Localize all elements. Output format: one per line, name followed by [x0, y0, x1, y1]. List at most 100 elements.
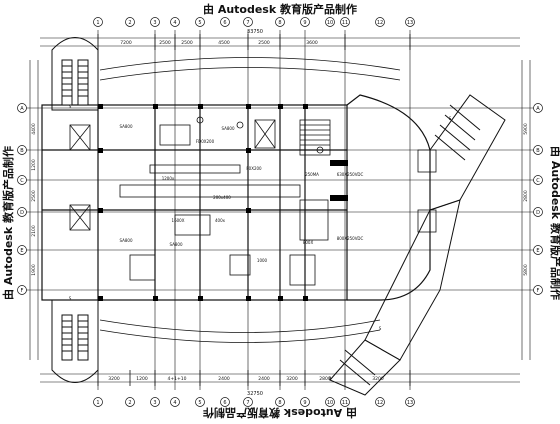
- grid-bubble-top: 12: [375, 17, 385, 27]
- grid-bubble-label: 10: [327, 400, 333, 406]
- dimension-value: 1900: [31, 264, 37, 276]
- grid-bubble-label: A: [536, 106, 540, 112]
- dimension-value: 2400: [218, 376, 230, 382]
- dimension-value: 3600: [306, 40, 318, 46]
- dimension-value: 2100: [31, 225, 37, 237]
- grid-bubble-label: 12: [377, 20, 383, 26]
- grid-bubble-left: E: [17, 245, 27, 255]
- diagonal-wing-right: [329, 94, 506, 396]
- grid-bubble-label: 6: [223, 20, 226, 26]
- room-label: 1000: [257, 258, 268, 263]
- room-label: 200x400: [213, 195, 231, 200]
- grid-bubble-label: 10: [327, 20, 333, 26]
- room-label: SA800: [120, 124, 133, 129]
- grid-bubble-label: 2: [128, 20, 131, 26]
- grid-bubble-top: 2: [125, 17, 135, 27]
- grid-bubble-bottom: 9: [300, 397, 310, 407]
- grid-bubble-left: C: [17, 175, 27, 185]
- grid-bubble-top: 4: [170, 17, 180, 27]
- grid-bubble-label: E: [536, 248, 539, 254]
- annotation-label: S: [449, 116, 452, 121]
- grid-bubble-label: 5: [198, 20, 201, 26]
- grid-bubble-label: 1: [96, 20, 99, 26]
- room-label: 800X: [303, 240, 314, 245]
- grid-bubble-top: 3: [150, 17, 160, 27]
- dimension-value: 4+1+10: [168, 376, 187, 382]
- grid-bubble-top: 6: [220, 17, 230, 27]
- room-label: SA800: [120, 238, 133, 243]
- grid-bubble-label: 11: [342, 20, 348, 26]
- grid-bubble-label: 13: [407, 400, 413, 406]
- grid-bubble-right: C: [533, 175, 543, 185]
- grid-bubble-right: E: [533, 245, 543, 255]
- grid-bubble-bottom: 7: [243, 397, 253, 407]
- grid-bubble-right: F: [533, 285, 543, 295]
- grid-bubble-label: D: [536, 210, 540, 216]
- grid-bubble-bottom: 13: [405, 397, 415, 407]
- room-label: 1600X: [172, 218, 185, 223]
- grid-bubble-label: 2: [128, 400, 131, 406]
- grid-bubble-right: B: [533, 145, 543, 155]
- grid-bubble-left: B: [17, 145, 27, 155]
- grid-bubble-label: 9: [303, 20, 306, 26]
- annotation-label: S: [379, 326, 382, 331]
- room-label: FD0X200: [196, 139, 215, 144]
- annotation-label: S: [69, 104, 72, 109]
- stair-tower-left-bottom: [51, 299, 99, 383]
- grid-bubble-top: 8: [275, 17, 285, 27]
- room-label: 800X250VDC: [337, 236, 364, 241]
- grid-bubble-bottom: 5: [195, 397, 205, 407]
- stair-tower-left-top: [51, 37, 99, 111]
- grid-bubble-bottom: 2: [125, 397, 135, 407]
- structural-columns: [98, 104, 348, 301]
- grid-bubble-label: 7: [246, 20, 249, 26]
- watermark-right: 由 Autodesk 教育版产品制作: [549, 146, 560, 300]
- annotation-label: S: [69, 296, 72, 301]
- grid-bubble-label: 13: [407, 20, 413, 26]
- grid-bubble-label: 11: [342, 400, 348, 406]
- building-outline: [41, 94, 431, 301]
- grid-bubble-label: E: [20, 248, 23, 254]
- dim-bottom-total: 32750: [247, 391, 263, 397]
- dimension-left-segments: 4400 1200 2500 2100 1900: [31, 123, 37, 276]
- dimension-value: 1200: [31, 159, 37, 171]
- grid-bubble-label: 4: [173, 20, 176, 26]
- dimension-value: 2800: [523, 190, 529, 202]
- grid-bubble-right: A: [533, 103, 543, 113]
- room-label: SA800: [170, 242, 183, 247]
- grid-bubbles-right: A B C D E F: [533, 103, 543, 295]
- dimension-value: 1200: [136, 376, 148, 382]
- room-label: 630X250VDC: [337, 172, 364, 177]
- grid-bubble-label: C: [20, 178, 24, 184]
- dimension-value: 2500: [31, 190, 37, 202]
- grid-bubble-label: 6: [223, 400, 226, 406]
- grid-bubble-label: 12: [377, 400, 383, 406]
- grid-bubble-label: 7: [246, 400, 249, 406]
- watermark-bottom: 由 Autodesk 教育版产品制作: [203, 406, 358, 419]
- grid-bubble-top: 1: [93, 17, 103, 27]
- grid-bubble-top: 7: [243, 17, 253, 27]
- dim-top-total: 33750: [247, 29, 263, 35]
- grid-bubble-label: 4: [173, 400, 176, 406]
- grid-bubble-top: 13: [405, 17, 415, 27]
- room-label: F0X200: [246, 166, 262, 171]
- grid-bubble-label: A: [20, 106, 24, 112]
- grid-bubble-label: D: [20, 210, 24, 216]
- grid-bubble-label: 3: [153, 20, 156, 26]
- watermark-left: 由 Autodesk 教育版产品制作: [2, 146, 15, 301]
- grid-bubble-label: F: [537, 288, 540, 294]
- room-label: 400x: [215, 218, 226, 223]
- grid-bubble-label: 8: [278, 20, 281, 26]
- grid-bubble-bottom: 12: [375, 397, 385, 407]
- grid-bubble-left: D: [17, 207, 27, 217]
- room-labels: SA800SA800SA800SA800200x400FD0X200630X25…: [69, 104, 452, 381]
- dimension-value: 2500: [258, 40, 270, 46]
- grid-bubble-bottom: 11: [340, 397, 350, 407]
- dimension-value: 3200: [108, 376, 120, 382]
- dimension-value: 4400: [31, 123, 37, 135]
